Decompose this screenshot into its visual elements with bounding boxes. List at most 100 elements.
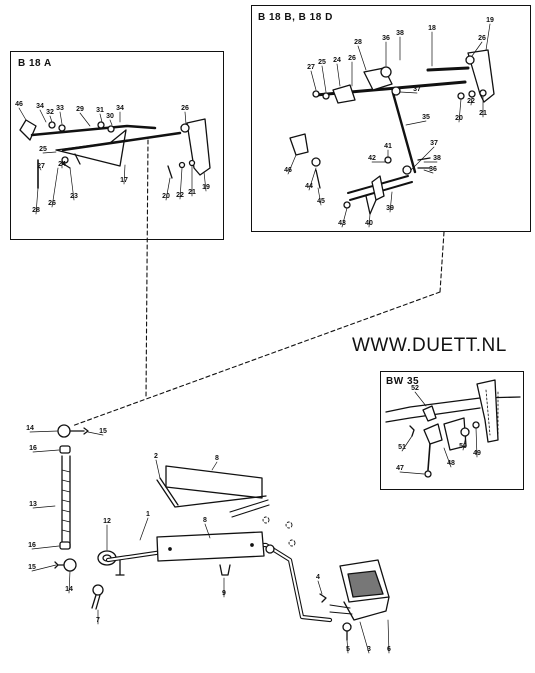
b18bd-part-label: 26 <box>478 35 486 42</box>
main-leader-8 <box>204 523 211 539</box>
b18a-art <box>19 118 211 189</box>
clip-9-icon <box>219 564 231 576</box>
b18bd-part-label: 36 <box>429 166 437 173</box>
leader-b18bd-diag <box>71 291 441 427</box>
bracket-8-upper <box>165 465 263 499</box>
b18bd-rod-35 <box>391 91 417 174</box>
b18a-leader-33 <box>59 111 63 125</box>
main-leader-14 <box>29 430 59 433</box>
b18bd-leader-36 <box>423 169 434 174</box>
b18a-leader-25 <box>42 151 57 154</box>
b18a-part-label: 26 <box>181 105 189 112</box>
bw35-part-label: 52 <box>411 385 419 392</box>
b18a-part-label: 27 <box>37 163 45 170</box>
main-leader-5 <box>346 639 349 654</box>
bw35-leader-51 <box>401 435 413 452</box>
b18bd-leader-37 <box>399 91 418 94</box>
b18bd-part-label: 43 <box>338 220 346 227</box>
main-part-label: 15 <box>99 428 107 435</box>
b18bd-part-label: 36 <box>382 35 390 42</box>
b18bd-leader-43 <box>341 207 348 228</box>
b18bd-leader-37 <box>410 146 435 171</box>
b18a-part-label: 22 <box>176 192 184 199</box>
b18a-leader-32 <box>49 115 53 123</box>
leader-b18bd-vert <box>439 231 445 293</box>
leader-b18a <box>145 139 149 399</box>
b18a-leader-28 <box>35 187 39 215</box>
main-part-label: 16 <box>28 542 36 549</box>
b18bd-leader-45 <box>317 187 322 206</box>
inset-bw35-title: BW 35 <box>386 376 420 387</box>
b18a-part-label: 34 <box>116 105 124 112</box>
main-part-label: 5 <box>346 646 350 653</box>
b18bd-leader-22 <box>470 96 473 106</box>
main-part-label: 3 <box>367 646 371 653</box>
b18bd-part-label: 27 <box>307 64 315 71</box>
b18bd-leader-24 <box>336 63 341 87</box>
main-leader-4 <box>317 580 323 595</box>
b18a-leader-26 <box>51 167 59 208</box>
main-part-label: 2 <box>154 453 158 460</box>
main-part-label: 14 <box>65 586 73 593</box>
main-leader-2 <box>155 459 161 479</box>
main-part-label: 12 <box>103 518 111 525</box>
main-part-label: 1 <box>146 511 150 518</box>
b18a-leader-17 <box>123 164 126 185</box>
main-leader-8 <box>211 461 218 471</box>
b18bd-part-label: 44 <box>305 183 313 190</box>
b18bd-leader-40 <box>368 213 371 228</box>
b18bd-bracket-19 <box>467 49 495 103</box>
b18bd-part-label: 46 <box>284 167 292 174</box>
b18a-leader-22 <box>179 167 183 200</box>
bw35-part-label: 51 <box>398 444 406 451</box>
b18a-leader-30 <box>109 119 113 126</box>
main-leader-15 <box>31 564 57 572</box>
b18a-part-label: 17 <box>120 177 128 184</box>
b18a-part-label: 20 <box>162 193 170 200</box>
b18a-part-label: 21 <box>188 189 196 196</box>
b18a-leader-20 <box>165 177 171 201</box>
main-leader-15 <box>87 431 104 436</box>
b18a-leader-23 <box>69 167 75 201</box>
main-part-label: 8 <box>203 517 207 524</box>
ball-joint-top-icon <box>57 424 71 438</box>
b18bd-leader-19 <box>485 23 491 51</box>
b18bd-part-label: 22 <box>467 98 475 105</box>
main-leader-13 <box>32 505 56 509</box>
bw35-leader-49 <box>475 427 478 458</box>
main-part-label: 8 <box>215 455 219 462</box>
b18bd-leader-35 <box>405 120 427 126</box>
b18bd-leader-20 <box>458 98 462 123</box>
b18bd-part-label: 24 <box>333 57 341 64</box>
b18a-shaft-29 <box>30 124 157 137</box>
dashed-leaders <box>71 139 445 427</box>
ball-joint-bottom-icon <box>63 558 77 572</box>
main-leader-16 <box>32 449 60 453</box>
b18bd-part-label: 38 <box>396 30 404 37</box>
main-part-label: 15 <box>28 564 36 571</box>
b18a-bracket-19 <box>186 118 211 176</box>
b18bd-part-label: 37 <box>430 140 438 147</box>
main-part-label: 16 <box>29 445 37 452</box>
b18a-leader-34 <box>39 109 47 123</box>
bw35-part-label: 49 <box>473 450 481 457</box>
b18bd-part-label: 18 <box>428 25 436 32</box>
b18bd-leader-27 <box>310 70 317 91</box>
main-part-label: 7 <box>96 617 100 624</box>
b18bd-part-label: 26 <box>348 55 356 62</box>
inset-bw35: BW 35 <box>380 371 524 490</box>
b18a-leader-31 <box>99 113 103 123</box>
b18a-part-label: 33 <box>56 105 64 112</box>
linkage-2 <box>156 477 267 508</box>
inset-b18bd-title: B 18 B, B 18 D <box>258 12 333 23</box>
bw35-part-label: 50 <box>459 443 467 450</box>
b18bd-part-label: 19 <box>486 17 494 24</box>
b18a-leader-26 <box>184 111 187 125</box>
b18a-part-label: 31 <box>96 107 104 114</box>
bw35-art <box>385 379 521 478</box>
b18a-leader-19 <box>203 171 207 192</box>
b18a-part-label: 34 <box>36 103 44 110</box>
